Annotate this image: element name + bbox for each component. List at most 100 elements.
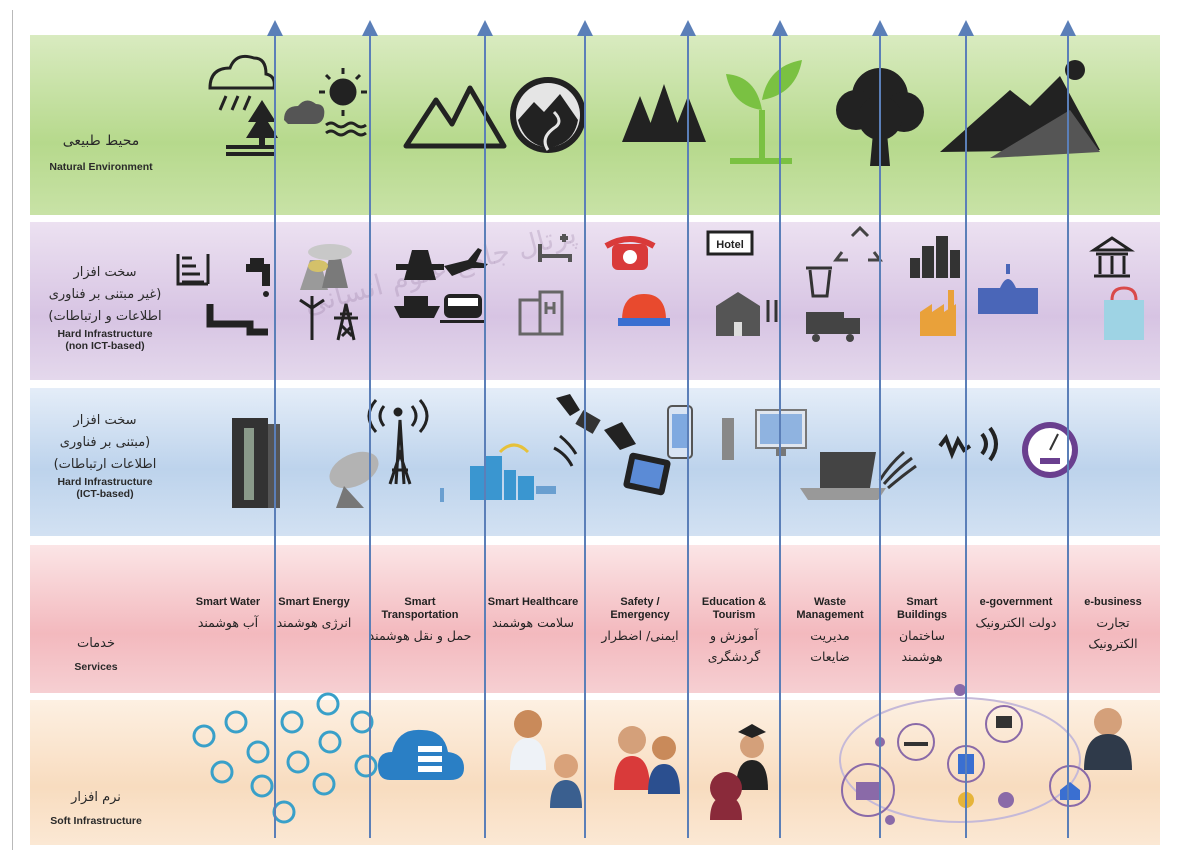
siren-icon — [618, 294, 670, 326]
radio-tower-icon — [367, 399, 429, 485]
figure-frame — [12, 10, 1169, 850]
service-en: Smart Healthcare — [487, 596, 579, 608]
airplane-icon — [444, 248, 488, 276]
hard-label-en-1: Hard Infrastructure — [57, 328, 153, 340]
smartphone-icon — [667, 405, 693, 459]
trash-can-icon — [806, 266, 832, 298]
natural-row-label: محیط طبیعی Natural Environment — [36, 133, 166, 173]
wind-turbine-icon — [299, 296, 325, 340]
garbage-truck-icon — [806, 312, 860, 342]
telephone-icon — [604, 236, 656, 270]
sun-water-icon — [319, 68, 367, 137]
column-arrows — [267, 20, 1076, 838]
ict-label-fa-1: سخت افزار — [73, 413, 137, 428]
hard-label-fa-1: سخت افزار — [73, 265, 137, 280]
service-en: e-government — [979, 596, 1053, 608]
service-en: Smart Buildings — [896, 596, 948, 621]
service-smart-buildings: Smart Buildings ساختمان هوشمند — [884, 596, 960, 667]
service-e-government: e-government دولت الکترونیک — [966, 596, 1066, 633]
government-building-icon — [978, 264, 1038, 314]
school-icon — [716, 292, 760, 336]
service-en: Smart Transportation — [381, 596, 459, 621]
laptop-icon — [800, 452, 886, 500]
service-en: e-business — [1084, 596, 1142, 608]
service-fa: ساختمان هوشمند — [899, 628, 945, 664]
signal-icon — [938, 426, 998, 462]
service-en: Safety / Emergency — [610, 596, 670, 621]
service-fa: آموزش و گردشگری — [707, 628, 761, 664]
services-label-en: Services — [74, 661, 118, 673]
service-fa: آب هوشمند — [197, 615, 259, 630]
hotel-sign-icon: Hotel — [706, 230, 754, 256]
mountains-icon — [403, 85, 507, 149]
service-fa: دولت الکترونیک — [975, 615, 1057, 630]
svg-text:Hotel: Hotel — [716, 239, 744, 251]
satellite-icon — [553, 394, 636, 467]
smart-meter-icon — [1022, 422, 1078, 478]
app-icons-cluster — [192, 692, 378, 824]
pine-tree-water-icon — [226, 100, 325, 156]
soft-label-en: Soft Infrastructure — [50, 815, 142, 827]
service-smart-healthcare: Smart Healthcare سلامت هوشمند — [480, 596, 586, 633]
tablet-icon — [623, 452, 671, 496]
hard-infrastructure-band — [30, 222, 1160, 380]
bank-icon — [1089, 236, 1135, 278]
city-buildings-icon — [910, 236, 960, 278]
service-en: Waste Management — [796, 596, 864, 621]
water-tap-icon — [246, 258, 270, 297]
service-fa: سلامت هوشمند — [492, 615, 574, 630]
hospital-bed-icon — [538, 234, 572, 262]
soft-row-label: نرم افزار Soft Infrastructure — [36, 790, 156, 827]
satellite-dish-icon — [329, 451, 379, 508]
service-safety-emergency: Safety / Emergency ایمنی/ اضطرار — [592, 596, 688, 646]
businessman-icon — [1049, 708, 1132, 807]
pine-trees-icon — [622, 84, 706, 142]
soft-label-fa: نرم افزار — [71, 790, 121, 805]
plant-sprout-icon — [726, 60, 802, 164]
desktop-computer-icon — [722, 409, 807, 460]
power-plant-icon — [300, 244, 352, 290]
ict-label-en-1: Hard Infrastructure — [57, 476, 153, 488]
factory-icon — [920, 290, 956, 336]
train-icon — [440, 294, 486, 323]
doctor-patient-icon — [510, 710, 582, 808]
service-waste-management: Waste Management مدیریت ضایعات — [792, 596, 868, 667]
service-fa: مدیریت ضایعات — [810, 628, 850, 664]
cables-icon — [878, 450, 917, 490]
cloud-server-icon — [378, 729, 464, 780]
server-rack-icon — [232, 418, 280, 508]
service-en: Smart Energy — [278, 596, 350, 608]
service-smart-water: Smart Water آب هوشمند — [180, 596, 276, 633]
service-e-business: e-business تجارت الکترونیک — [1070, 596, 1156, 654]
service-fa: انرژی هوشمند — [276, 615, 352, 630]
rain-cloud-icon — [208, 54, 276, 111]
dam-icon — [176, 254, 210, 286]
ict-infrastructure-band — [30, 388, 1160, 536]
smart-home-network-icon — [839, 684, 1081, 825]
ship-icon — [394, 296, 440, 318]
services-label-fa: خدمات — [76, 636, 116, 651]
ict-label-fa-2: (مبتنی بر فناوری — [59, 435, 151, 450]
service-smart-energy: Smart Energy انرژی هوشمند — [276, 596, 352, 633]
shopping-bag-icon — [1104, 286, 1144, 340]
power-tower-icon — [334, 303, 358, 341]
mountain-moon-icon — [940, 60, 1100, 158]
service-fa: حمل و نقل هوشمند — [368, 628, 472, 643]
road-valley-icon — [510, 77, 586, 153]
hospital-building-icon — [518, 290, 564, 336]
service-fa: تجارت الکترونیک — [1088, 615, 1138, 651]
pipes-icon — [206, 304, 268, 336]
hard-row-label: سخت افزار (غیر مبتنی بر فناوری اطلاعات و… — [36, 262, 174, 352]
service-education-tourism: Education & Tourism آموزش و گردشگری — [690, 596, 778, 667]
hard-label-en-2: (non ICT-based) — [65, 340, 145, 352]
emergency-staff-icon — [614, 726, 680, 794]
services-band — [30, 545, 1160, 693]
ict-label-fa-3: اطلاعات ارتباطات) — [53, 457, 157, 472]
service-en: Smart Water — [195, 596, 261, 608]
graduate-icon — [710, 724, 768, 820]
hard-label-fa-2: (غیر مبتنی بر فناوری — [48, 287, 162, 302]
smart-city-wifi-icon — [440, 443, 556, 502]
hard-label-fa-3: اطلاعات و ارتباطات) — [48, 309, 162, 324]
natural-label-fa: محیط طبیعی — [62, 133, 140, 149]
